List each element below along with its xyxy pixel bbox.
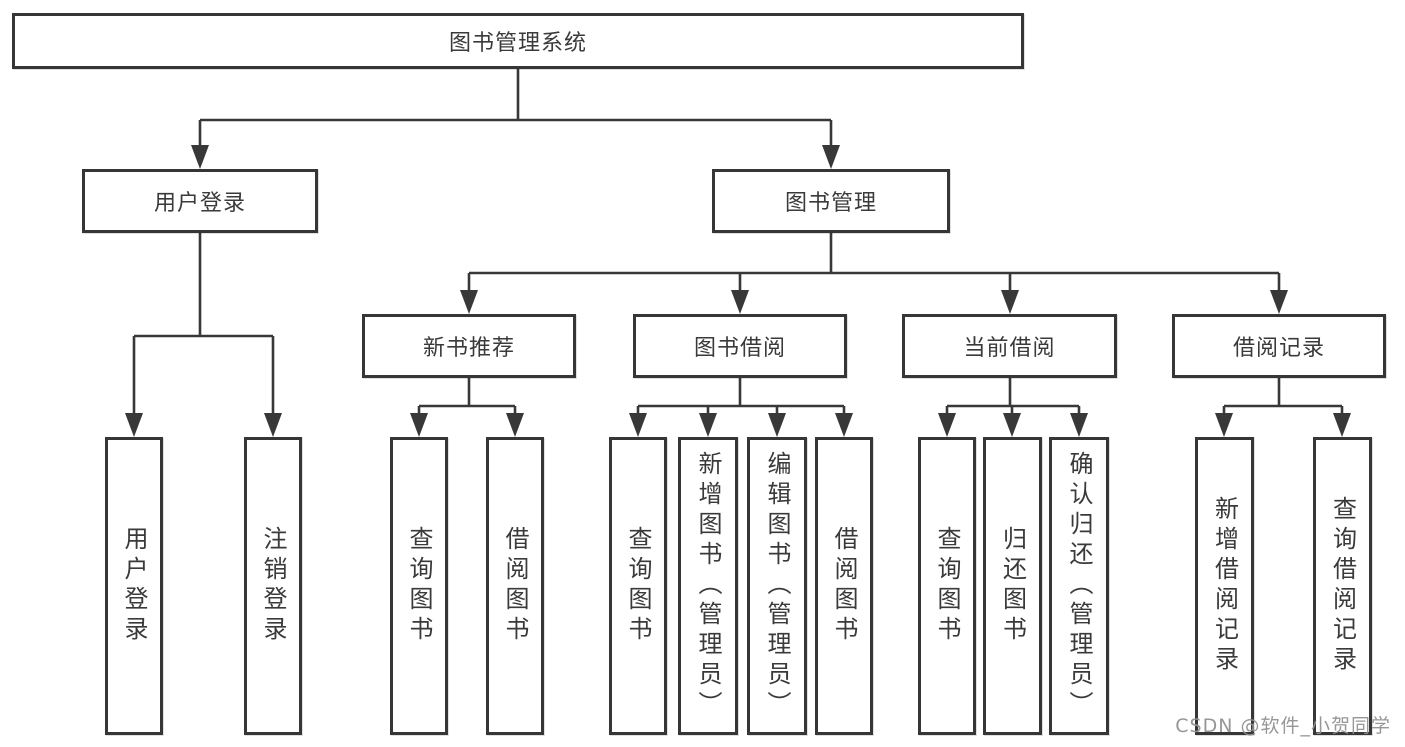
node-label: 新增图书（管理员） [694, 451, 722, 721]
leaf-add-book-admin: 新增图书（管理员） [678, 437, 738, 735]
leaf-return-books: 归还图书 [983, 437, 1042, 735]
node-label: 注销登录 [259, 526, 287, 646]
node-label: 用户登录 [120, 526, 148, 646]
node-label: 查询图书 [624, 526, 652, 646]
leaf-user-login: 用户登录 [105, 437, 163, 735]
node-label: 图书管理 [784, 191, 877, 216]
node-label: 借阅图书 [501, 526, 529, 646]
leaf-query-books-recommend: 查询图书 [390, 437, 448, 735]
node-user-login: 用户登录 [82, 169, 318, 233]
node-label: 借阅记录 [1232, 336, 1325, 361]
leaf-add-borrow-record: 新增借阅记录 [1195, 437, 1254, 735]
node-label: 查询图书 [933, 526, 961, 646]
node-label: 用户登录 [153, 191, 246, 216]
node-label: 图书借阅 [693, 336, 786, 361]
node-label: 当前借阅 [963, 336, 1056, 361]
leaf-query-borrow-record: 查询借阅记录 [1313, 437, 1372, 735]
node-label: 确认归还（管理员） [1065, 451, 1093, 721]
leaf-edit-book-admin: 编辑图书（管理员） [747, 437, 807, 735]
node-label: 编辑图书（管理员） [763, 451, 791, 721]
node-book-management: 图书管理 [712, 169, 950, 233]
leaf-confirm-return-admin: 确认归还（管理员） [1049, 437, 1109, 735]
leaf-query-books-borrowing: 查询图书 [609, 437, 667, 735]
node-borrowing-records: 借阅记录 [1172, 314, 1386, 378]
node-book-borrowing: 图书借阅 [633, 314, 847, 378]
leaf-borrow-books-recommend: 借阅图书 [486, 437, 544, 735]
node-label: 查询图书 [405, 526, 433, 646]
node-root-library-management-system: 图书管理系统 [12, 13, 1024, 69]
node-label: 图书管理系统 [448, 31, 587, 56]
leaf-query-books-current: 查询图书 [918, 437, 976, 735]
node-current-borrowing: 当前借阅 [902, 314, 1117, 378]
node-label: 借阅图书 [830, 526, 858, 646]
node-label: 新增借阅记录 [1210, 496, 1239, 676]
csdn-watermark: CSDN @软件_小贺同学 [1175, 715, 1391, 737]
leaf-borrow-books-borrowing: 借阅图书 [815, 437, 873, 735]
node-new-book-recommend: 新书推荐 [362, 314, 576, 378]
node-label: 新书推荐 [422, 336, 515, 361]
node-label: 查询借阅记录 [1328, 496, 1357, 676]
leaf-logout: 注销登录 [244, 437, 302, 735]
node-label: 归还图书 [998, 526, 1027, 646]
